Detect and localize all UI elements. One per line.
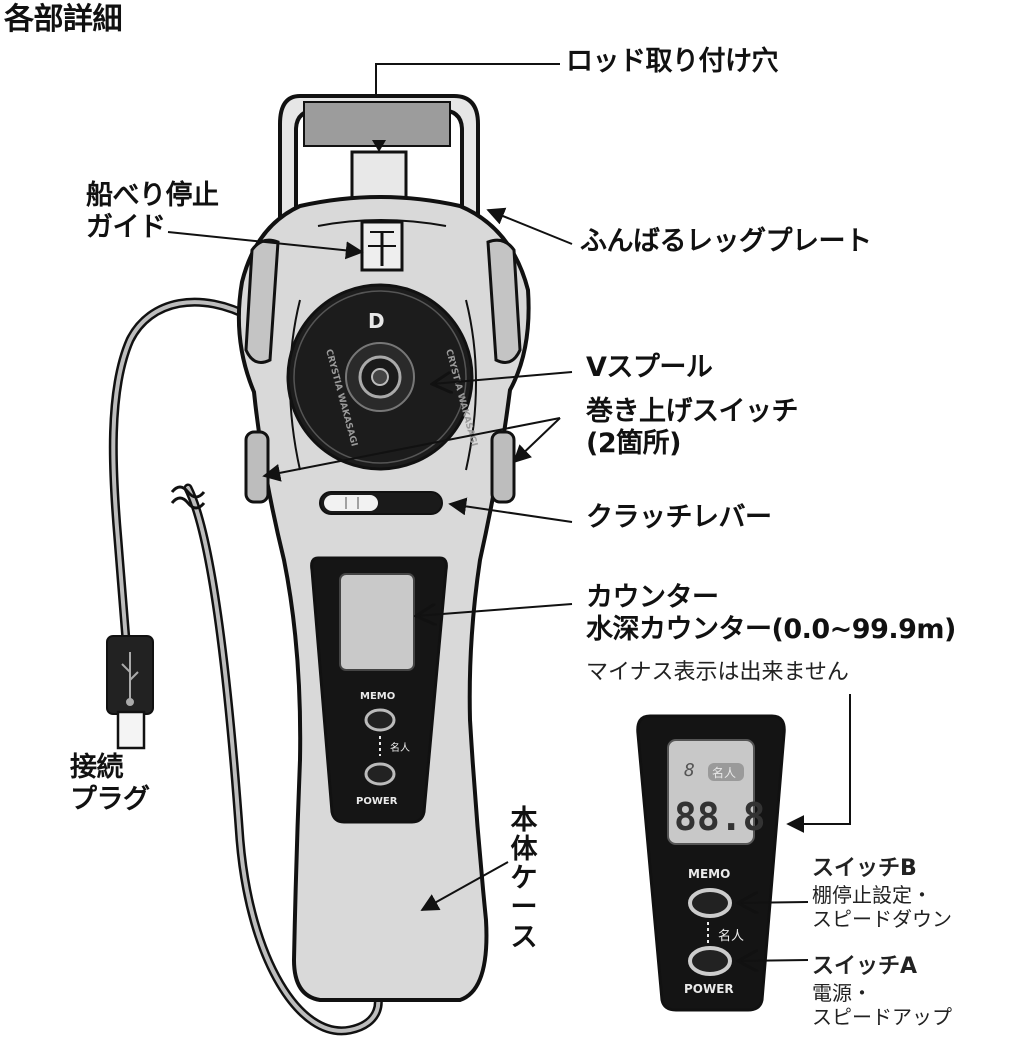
leader-lines xyxy=(167,63,851,961)
label-switch-line2: (2箇所) xyxy=(586,427,681,459)
leader-switch-b xyxy=(738,902,809,903)
label-counter-line1: カウンター xyxy=(586,582,719,613)
meijin-label: 名人 xyxy=(718,928,744,944)
label-guide-line2: ガイド xyxy=(86,211,166,243)
leader-clutch xyxy=(448,497,573,523)
label-switch-b: スイッチB 棚停止設定・ スピードダウン xyxy=(812,856,952,932)
label-guide-line1: 船べり停止 xyxy=(86,180,219,211)
leader-spool xyxy=(432,371,573,384)
leader-counter xyxy=(416,603,573,616)
leader-switch-a xyxy=(738,960,809,961)
switch-b xyxy=(688,888,732,918)
reel-device: D CRYSTIA WAKASAGI CRYSTIA WAKASAGI MEMO… xyxy=(236,94,531,1002)
counter-note: マイナス表示は出来ません xyxy=(586,660,849,685)
page-title: 各部詳細 xyxy=(4,2,123,37)
usb-plug xyxy=(106,635,154,750)
switch-a-desc-2: スピードアップ xyxy=(812,1005,952,1030)
lcd-badge: 名人 xyxy=(712,765,736,780)
switch-a xyxy=(688,946,732,976)
switch-b-desc-2: スピードダウン xyxy=(812,907,952,932)
leader-zoom xyxy=(786,694,851,833)
power-label-small: POWER xyxy=(356,796,398,807)
label-plug-line2: プラグ xyxy=(70,783,150,815)
label-switch: 巻き上げスイッチ (2箇所) xyxy=(586,396,799,460)
leader-rod-hole xyxy=(375,63,560,96)
switch-a-title: スイッチA xyxy=(812,954,918,979)
label-rod-hole: ロッド取り付け穴 xyxy=(566,46,779,77)
label-body-case: 本 体 ケ ー ス xyxy=(508,806,540,952)
switch-a-small xyxy=(364,762,396,786)
lcd-digits: 88.8 xyxy=(674,795,766,839)
label-spool: Vスプール xyxy=(586,352,713,383)
memo-label-small: MEMO xyxy=(360,691,395,702)
switch-b-desc-1: 棚停止設定・ xyxy=(812,882,932,907)
body-char-3: ケ xyxy=(510,863,538,895)
label-counter: カウンター 水深カウンター(0.0~99.9m) xyxy=(586,582,956,646)
winding-switch-right xyxy=(490,430,516,504)
leader-guide xyxy=(167,231,364,260)
body-char-5: ス xyxy=(510,921,538,953)
winding-switch-left xyxy=(244,430,270,504)
spool-brand-logo: D xyxy=(368,309,385,333)
label-guide: 船べり停止 ガイド xyxy=(86,180,219,244)
leader-body xyxy=(420,861,509,911)
label-plug: 接続 プラグ xyxy=(70,752,150,816)
leader-switch-left xyxy=(262,417,561,482)
memo-label: MEMO xyxy=(688,867,730,881)
leader-leg-plate xyxy=(486,207,573,245)
counter-lcd xyxy=(339,573,415,671)
leader-switch-right xyxy=(512,417,561,464)
body-char-2: 体 xyxy=(510,834,538,866)
lcd-small-digit: 8 xyxy=(684,760,695,781)
switch-a-desc-1: 電源・ xyxy=(812,980,872,1005)
meijin-label-small: 名人 xyxy=(390,741,410,754)
usb-icon xyxy=(121,652,139,706)
label-switch-line1: 巻き上げスイッチ xyxy=(586,396,799,427)
body-char-1: 本 xyxy=(510,805,538,836)
label-leg-plate: ふんばるレッグプレート xyxy=(580,226,872,257)
label-plug-line1: 接続 xyxy=(70,752,123,783)
body-char-4: ー xyxy=(510,892,538,924)
label-counter-line2: 水深カウンター(0.0~99.9m) xyxy=(586,613,956,645)
counter-panel-zoom: 8 名人 88.8 MEMO 名人 POWER xyxy=(636,714,786,1012)
label-clutch: クラッチレバー xyxy=(586,502,772,533)
clutch-lever xyxy=(319,491,443,515)
switch-b-small xyxy=(364,708,396,732)
usb-cable xyxy=(108,297,383,1036)
power-label: POWER xyxy=(684,982,734,996)
switch-b-title: スイッチB xyxy=(812,856,917,881)
label-switch-a: スイッチA 電源・ スピードアップ xyxy=(812,954,952,1030)
